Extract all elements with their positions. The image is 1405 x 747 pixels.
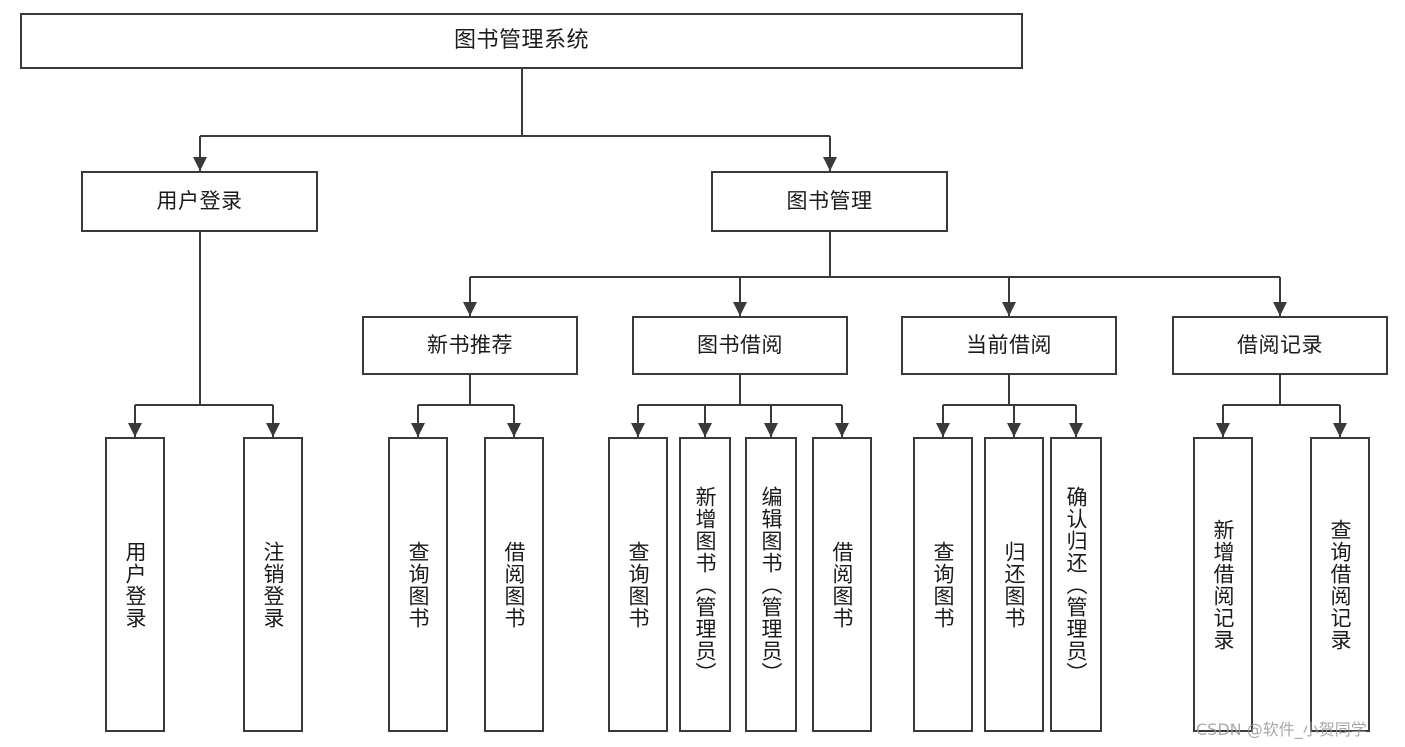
connector-drop — [1279, 277, 1281, 316]
arrowhead-icon — [822, 157, 837, 171]
node-label: 编辑图书（管理员） — [759, 485, 784, 684]
arrowhead-icon — [936, 423, 950, 437]
connector-root-bus — [199, 135, 830, 137]
connector-drop — [1013, 405, 1015, 437]
node-label: 借阅记录 — [1237, 333, 1323, 358]
node-leaf-borrow-book-1[interactable]: 借阅图书 — [484, 437, 544, 732]
node-leaf-borrow-book-2[interactable]: 借阅图书 — [812, 437, 872, 732]
node-label: 图书借阅 — [697, 333, 783, 358]
arrowhead-icon — [1333, 423, 1347, 437]
node-leaf-confirm-return[interactable]: 确认归还（管理员） — [1050, 437, 1102, 732]
node-root[interactable]: 图书管理系统 — [20, 13, 1023, 69]
connector-branch-bus — [470, 276, 1280, 278]
connector-drop — [841, 405, 843, 437]
connector-drop — [134, 405, 136, 437]
node-label: 查询图书 — [406, 540, 431, 629]
connector-drop — [828, 136, 831, 171]
connector-branch-stem — [469, 375, 471, 405]
node-leaf-return-book[interactable]: 归还图书 — [984, 437, 1044, 732]
arrowhead-icon — [631, 423, 645, 437]
connector-leaf-bus — [1223, 404, 1340, 406]
node-label: 图书管理系统 — [453, 27, 589, 53]
node-leaf-query-book-3[interactable]: 查询图书 — [913, 437, 973, 732]
node-label: 用户登录 — [156, 189, 243, 214]
node-label: 注销登录 — [261, 540, 286, 629]
node-label: 新增借阅记录 — [1211, 518, 1236, 651]
node-current-borrow[interactable]: 当前借阅 — [901, 316, 1117, 375]
connector-drop — [739, 277, 741, 316]
node-label: 借阅图书 — [502, 540, 527, 629]
connector-leaf-bus — [418, 404, 514, 406]
connector-drop — [513, 405, 515, 437]
connector-drop — [417, 405, 419, 437]
node-leaf-user-logout[interactable]: 注销登录 — [243, 437, 303, 732]
connector-drop — [469, 277, 471, 316]
node-leaf-query-record[interactable]: 查询借阅记录 — [1310, 437, 1370, 732]
connector-drop — [942, 405, 944, 437]
node-leaf-edit-book[interactable]: 编辑图书（管理员） — [745, 437, 797, 732]
node-label: 图书管理 — [786, 189, 873, 214]
node-label: 查询图书 — [931, 540, 956, 629]
node-label: 新书推荐 — [427, 333, 513, 358]
connector-drop — [704, 405, 706, 437]
node-new-book-recommend[interactable]: 新书推荐 — [362, 316, 578, 375]
node-leaf-add-record[interactable]: 新增借阅记录 — [1193, 437, 1253, 732]
arrowhead-icon — [1216, 423, 1230, 437]
arrowhead-icon — [1007, 423, 1021, 437]
node-label: 新增图书（管理员） — [693, 485, 718, 684]
node-leaf-query-book-1[interactable]: 查询图书 — [388, 437, 448, 732]
connector-drop — [1222, 405, 1224, 437]
connector-drop — [770, 405, 772, 437]
arrowhead-icon — [192, 157, 207, 171]
connector-leaf-bus — [638, 404, 842, 406]
arrowhead-icon — [733, 302, 747, 316]
node-borrow-record[interactable]: 借阅记录 — [1172, 316, 1388, 375]
arrowhead-icon — [128, 423, 142, 437]
node-label: 确认归还（管理员） — [1064, 485, 1089, 684]
arrowhead-icon — [266, 423, 280, 437]
arrowhead-icon — [698, 423, 712, 437]
node-label: 借阅图书 — [830, 540, 855, 629]
connector-root-stem — [520, 69, 523, 136]
node-leaf-add-book[interactable]: 新增图书（管理员） — [679, 437, 731, 732]
connector-drop — [1075, 405, 1077, 437]
node-book-borrow[interactable]: 图书借阅 — [632, 316, 848, 375]
arrowhead-icon — [463, 302, 477, 316]
node-user-login[interactable]: 用户登录 — [81, 171, 318, 232]
connector-branch-stem — [828, 232, 831, 277]
connector-leaf-bus — [943, 404, 1076, 406]
arrowhead-icon — [1002, 302, 1016, 316]
node-leaf-query-book-2[interactable]: 查询图书 — [608, 437, 668, 732]
connector-drop — [1339, 405, 1341, 437]
node-label: 用户登录 — [123, 540, 148, 629]
arrowhead-icon — [411, 423, 425, 437]
connector-drop — [637, 405, 639, 437]
csdn-watermark: CSDN @软件_小贺同学 — [1196, 720, 1367, 739]
arrowhead-icon — [507, 423, 521, 437]
arrowhead-icon — [835, 423, 849, 437]
connector-branch-stem — [1279, 375, 1281, 405]
connector-branch-stem — [1008, 375, 1010, 405]
node-book-manage[interactable]: 图书管理 — [711, 171, 948, 232]
node-label: 归还图书 — [1002, 540, 1027, 629]
arrowhead-icon — [764, 423, 778, 437]
connector-drop — [1008, 277, 1010, 316]
node-leaf-user-login[interactable]: 用户登录 — [105, 437, 165, 732]
connector-drop — [198, 136, 201, 171]
arrowhead-icon — [1069, 423, 1083, 437]
node-label: 当前借阅 — [966, 333, 1052, 358]
node-label: 查询借阅记录 — [1328, 518, 1353, 651]
connector-leaf-bus — [135, 404, 273, 406]
arrowhead-icon — [1273, 302, 1287, 316]
connector-drop — [272, 405, 274, 437]
connector-branch-stem — [739, 375, 741, 405]
connector-branch-stem — [198, 232, 201, 405]
node-label: 查询图书 — [626, 540, 651, 629]
